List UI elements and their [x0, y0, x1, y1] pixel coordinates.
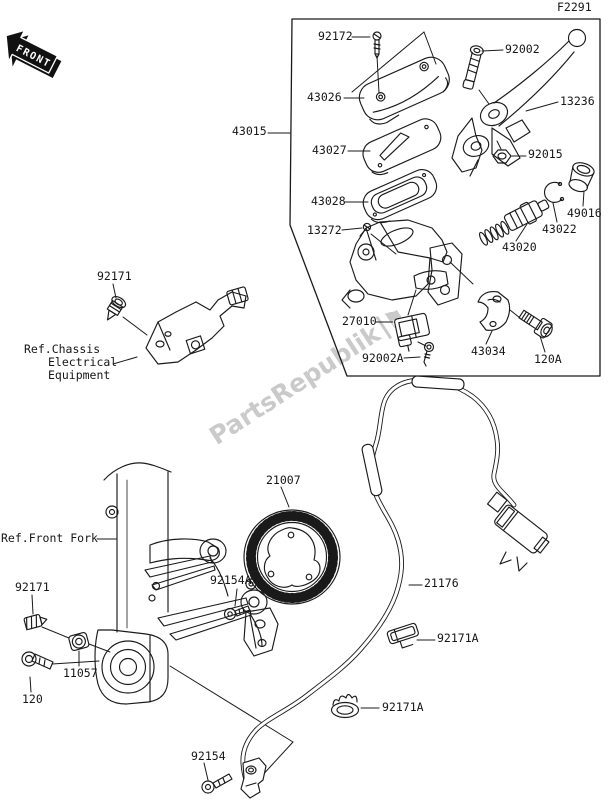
part-label-21007: 21007	[266, 473, 301, 487]
part-label-13272: 13272	[307, 223, 342, 237]
part-label-92002A: 92002A	[362, 351, 404, 365]
part-label-92154: 92154	[191, 749, 226, 763]
cable-bracket-drawing	[240, 757, 267, 799]
part-label-92154A: 92154A	[210, 573, 252, 587]
part-92154-bolt-drawing	[201, 773, 233, 794]
ref-chassis-line1: Ref.Chassis	[24, 342, 101, 356]
part-label-43034: 43034	[471, 344, 506, 358]
ref-chassis-line3: Equipment	[48, 368, 111, 382]
ref-front-fork-drawing	[94, 462, 279, 705]
part-11057-nut-drawing	[68, 632, 90, 651]
part-21007-rotor-drawing	[243, 509, 341, 605]
part-label-43015: 43015	[232, 124, 267, 138]
part-120A-bolt-drawing	[518, 309, 553, 339]
part-label-92172: 92172	[318, 29, 353, 43]
part-27010-switch-drawing	[394, 312, 430, 352]
ref-chassis-bracket-drawing	[145, 286, 249, 365]
leader-lines	[29, 31, 585, 781]
part-label-92171-top: 92171	[97, 269, 132, 283]
part-92154A-bolt-drawing	[223, 605, 251, 621]
part-43028-diaphragm-drawing	[362, 169, 438, 224]
part-label-21176: 21176	[424, 576, 459, 590]
part-92002-bolt-drawing	[462, 45, 484, 90]
part-92171-clip-top-drawing	[106, 295, 127, 321]
part-21176-cable-drawing	[240, 375, 550, 797]
part-43022-circlip-drawing	[544, 181, 565, 203]
part-120-bolt-drawing	[21, 651, 54, 670]
part-label-120: 120	[22, 692, 43, 706]
part-92171A-clamp-2-drawing	[330, 693, 360, 719]
detail-box	[289, 18, 601, 377]
part-49016-boot-drawing	[568, 162, 595, 193]
part-label-92015: 92015	[528, 147, 563, 161]
part-92172-screw-drawing	[372, 31, 382, 59]
part-43026-cap-drawing	[358, 56, 450, 125]
part-label-92002: 92002	[505, 42, 540, 56]
part-92015-nut-drawing	[492, 149, 512, 164]
part-label-11057: 11057	[63, 666, 98, 680]
part-label-120A: 120A	[534, 352, 562, 366]
part-label-43020: 43020	[502, 240, 537, 254]
part-label-92171-bottom: 92171	[15, 580, 50, 594]
part-43020-piston-drawing	[478, 199, 550, 246]
part-label-13236: 13236	[560, 94, 595, 108]
front-arrow-icon: FRONT	[5, 29, 62, 79]
part-label-27010: 27010	[342, 314, 377, 328]
part-92171-clip-bottom-drawing	[23, 614, 48, 631]
part-92002A-screw-drawing	[423, 341, 435, 367]
part-master-cylinder-body-drawing	[341, 219, 463, 309]
ref-front-fork-label: Ref.Front Fork	[1, 531, 98, 545]
part-label-92171A-2: 92171A	[382, 700, 424, 714]
figure-code: F2291	[557, 0, 592, 14]
part-label-49016: 49016	[567, 206, 602, 220]
part-43034-clamp-drawing	[477, 291, 511, 331]
part-43027-plate-drawing	[362, 118, 442, 176]
part-label-43026: 43026	[307, 90, 342, 104]
part-label-92171A-1: 92171A	[437, 631, 479, 645]
part-label-43022: 43022	[542, 222, 577, 236]
part-label-43027: 43027	[312, 143, 347, 157]
part-13236-lever-drawing	[451, 28, 587, 177]
part-label-43028: 43028	[311, 194, 346, 208]
ref-chassis-line2: Electrical	[48, 355, 118, 369]
part-92171A-clamp-1-drawing	[386, 622, 419, 649]
